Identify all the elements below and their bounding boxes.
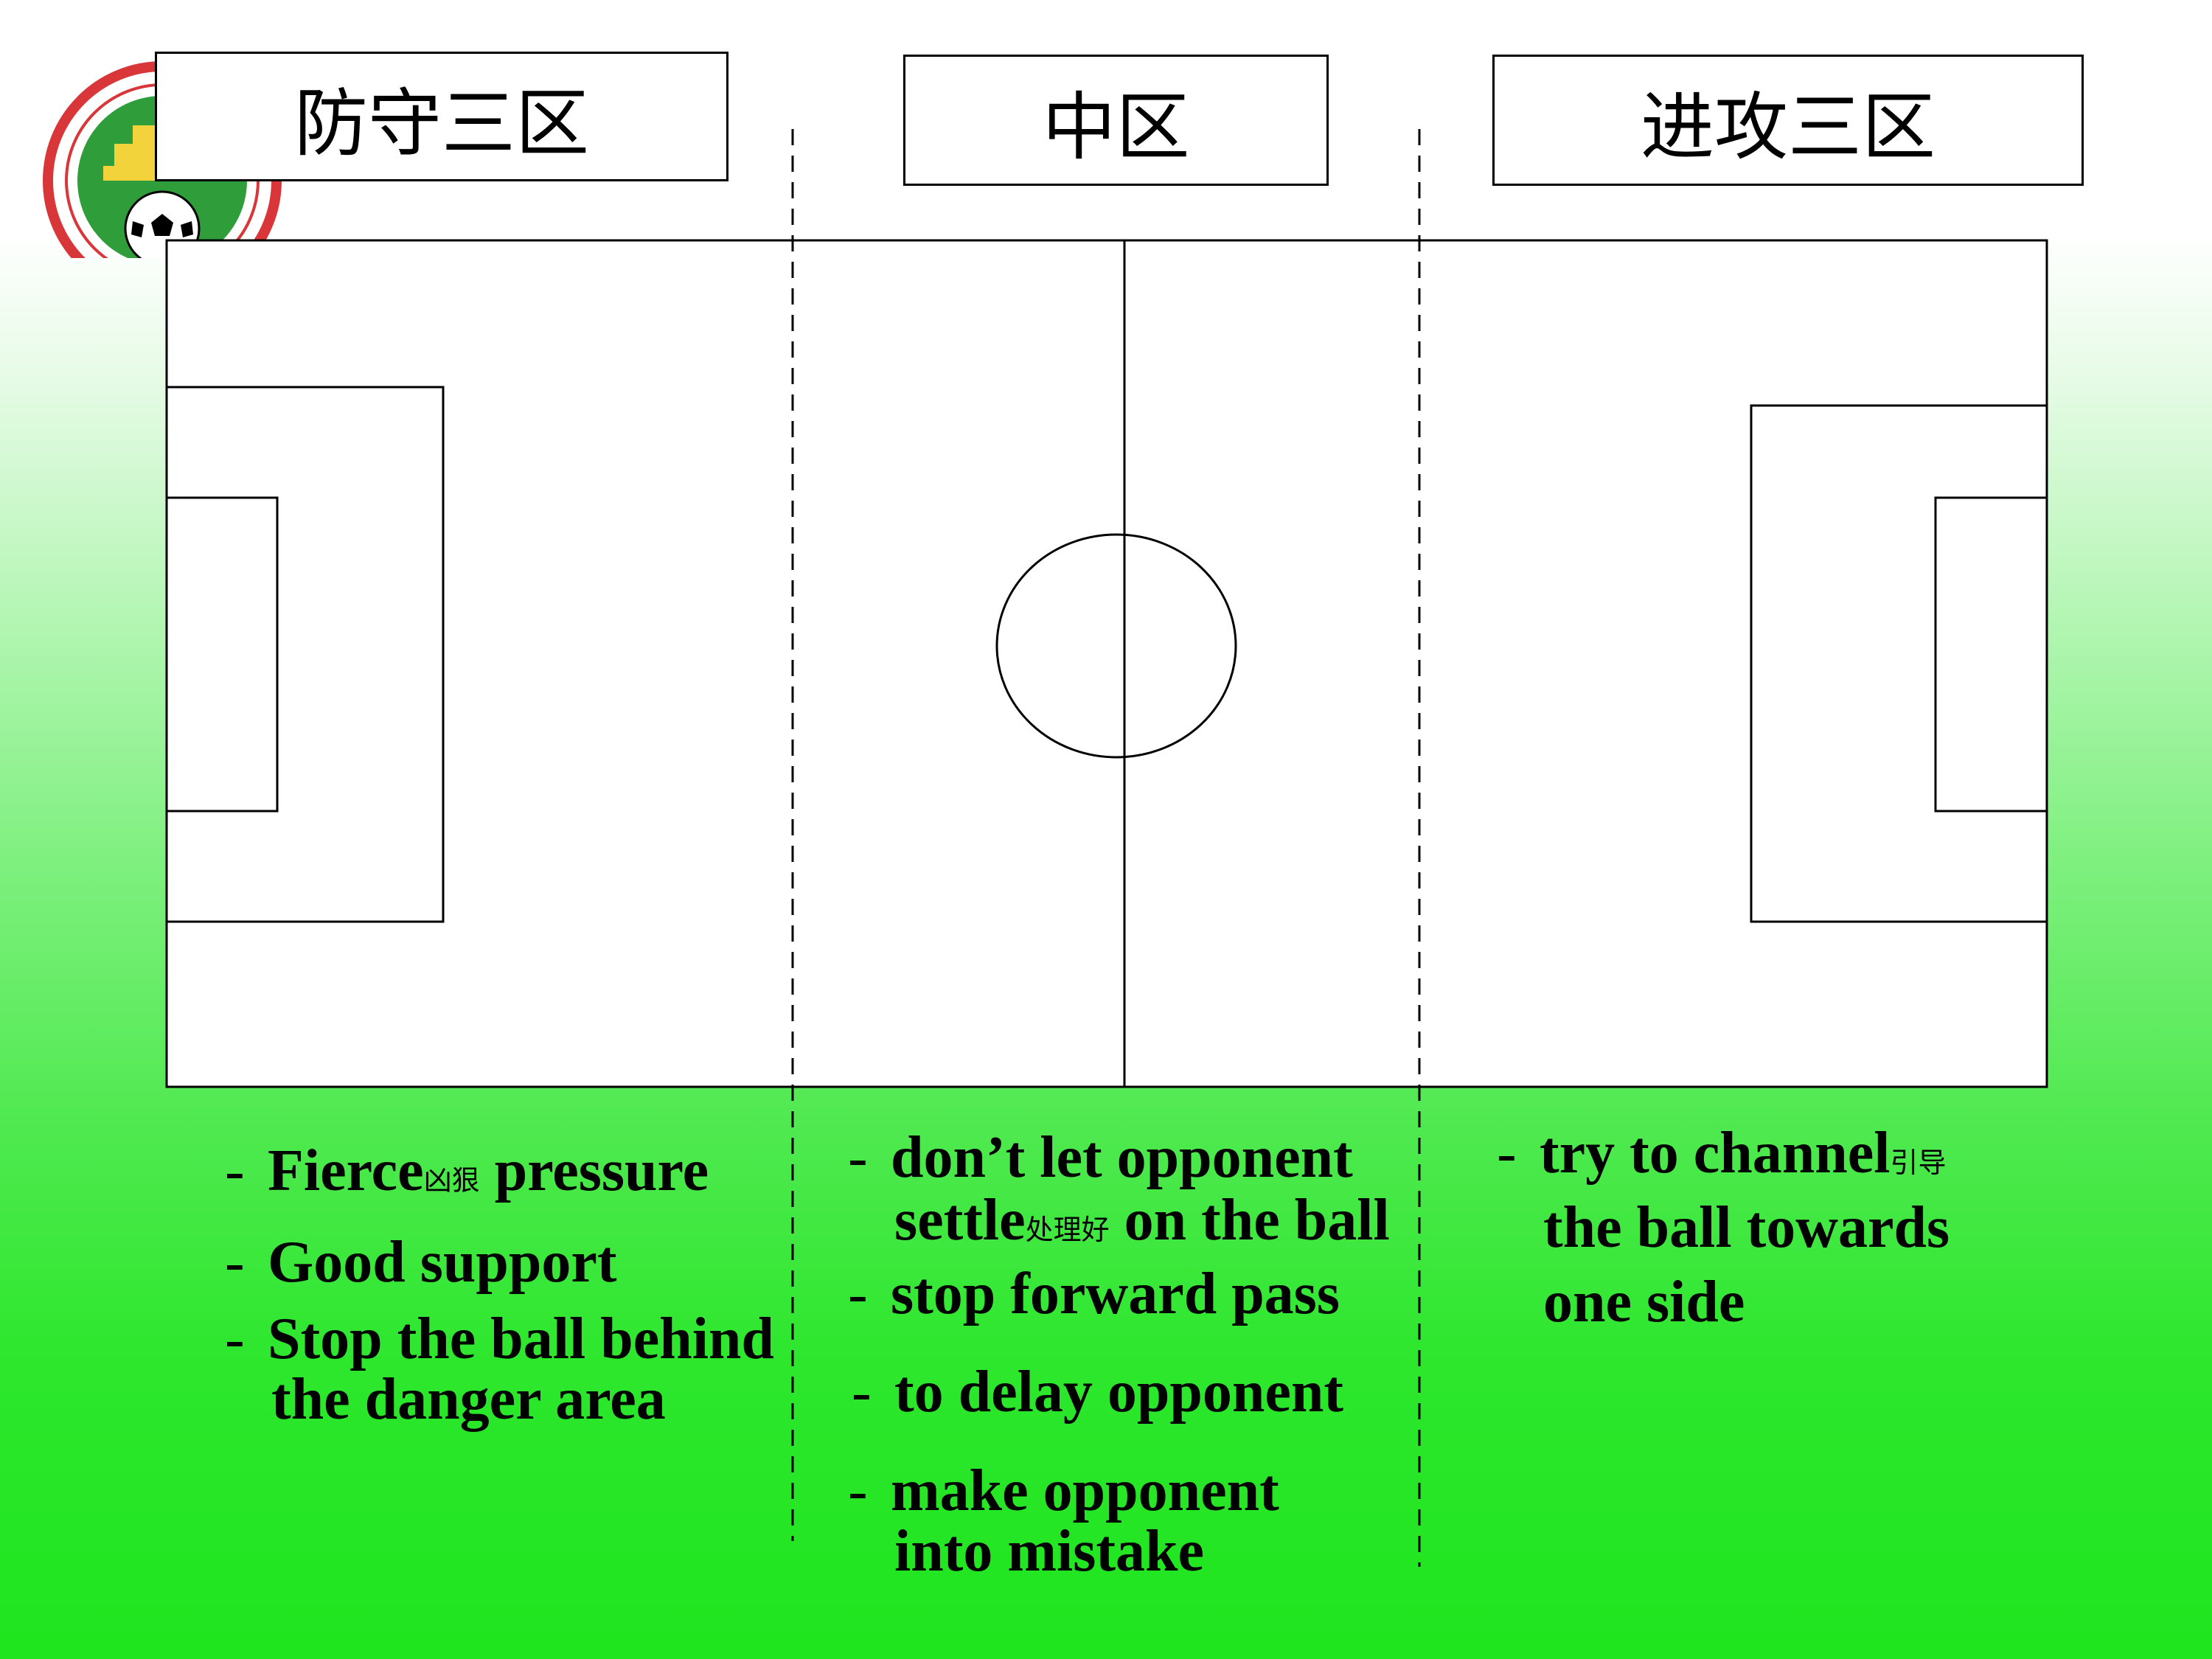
note-text: try to channel xyxy=(1540,1121,1891,1186)
attacking-third-text: 进攻三区 xyxy=(1641,83,1935,170)
bullet-dash: - xyxy=(852,1360,872,1425)
defensive-note-support: -Good support xyxy=(225,1233,616,1292)
middle-zone-text: 中区 xyxy=(1042,83,1190,170)
pitch-outline xyxy=(165,239,2048,1088)
attacking-note-channel-line3: one side xyxy=(1543,1273,1745,1332)
defensive-note-stop-ball-line2: the danger area xyxy=(271,1370,666,1429)
note-text: Good support xyxy=(268,1230,617,1295)
middle-note-delay: -to delay opponent xyxy=(852,1363,1343,1422)
note-text: Fierce xyxy=(268,1138,424,1203)
middle-note-settle: -don’t let opponent xyxy=(848,1128,1353,1187)
note-text: into mistake xyxy=(894,1519,1204,1584)
note-chinese-gloss: 引导 xyxy=(1890,1147,1947,1179)
note-text: the danger area xyxy=(271,1367,666,1432)
attacking-note-channel-line2: the ball towards xyxy=(1543,1198,1950,1257)
defensive-third-label: 防守三区 xyxy=(155,52,728,181)
note-text: don’t let opponent xyxy=(891,1125,1353,1190)
bullet-dash: - xyxy=(848,1262,868,1326)
defensive-note-stop-ball: -Stop the ball behind xyxy=(225,1310,774,1368)
note-chinese-gloss: 处理好 xyxy=(1025,1214,1110,1246)
note-text: stop forward pass xyxy=(891,1262,1340,1326)
left-goal-area xyxy=(165,496,279,813)
note-text: settle xyxy=(894,1188,1026,1253)
note-text: the ball towards xyxy=(1543,1195,1950,1260)
middle-note-mistake-line2: into mistake xyxy=(894,1522,1204,1581)
note-text: make opponent xyxy=(891,1458,1279,1523)
bullet-dash: - xyxy=(225,1230,245,1295)
note-text: on the ball xyxy=(1109,1188,1390,1253)
bullet-dash: - xyxy=(848,1458,868,1523)
centre-circle xyxy=(995,533,1237,759)
note-text: pressure xyxy=(479,1138,709,1203)
bullet-dash: - xyxy=(1497,1121,1517,1186)
note-text: Stop the ball behind xyxy=(268,1307,774,1371)
note-chinese-gloss: 凶狠 xyxy=(423,1164,480,1197)
middle-note-mistake: -make opponent xyxy=(848,1461,1279,1520)
bullet-dash: - xyxy=(225,1307,245,1371)
middle-note-forward-pass: -stop forward pass xyxy=(848,1265,1340,1324)
bullet-dash: - xyxy=(225,1138,245,1203)
defensive-note-pressure: -Fierce凶狠 pressure xyxy=(225,1141,709,1200)
right-goal-area xyxy=(1934,496,2048,813)
defensive-third-text: 防守三区 xyxy=(294,80,589,167)
middle-note-settle-line2: settle处理好 on the ball xyxy=(894,1191,1390,1250)
bullet-dash: - xyxy=(848,1125,868,1190)
middle-zone-label: 中区 xyxy=(903,55,1329,186)
note-text: one side xyxy=(1543,1270,1745,1335)
attacking-third-label: 进攻三区 xyxy=(1492,55,2084,186)
attacking-note-channel: -try to channel引导 xyxy=(1497,1124,1947,1183)
note-text: to delay opponent xyxy=(894,1360,1343,1425)
